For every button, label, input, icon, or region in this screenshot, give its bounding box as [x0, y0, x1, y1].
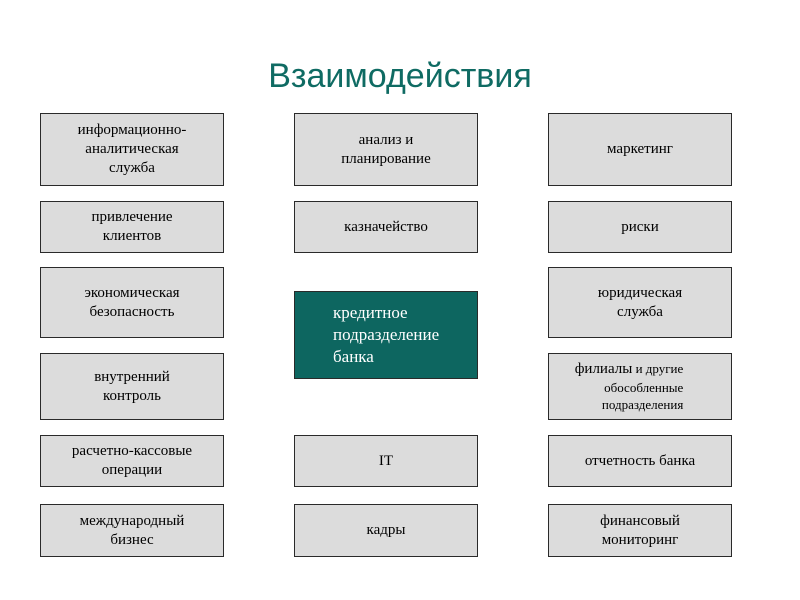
box-line: маркетинг — [607, 141, 673, 157]
box-line-rest: и другие — [632, 361, 684, 376]
box-line: информационно- — [77, 122, 187, 138]
box-line: казначейство — [344, 218, 428, 235]
box-internal-control: внутренний контроль — [40, 353, 224, 420]
box-info-analytics: информационно- аналитическая служба — [40, 113, 224, 186]
box-client-attraction: привлечение клиентов — [40, 201, 224, 253]
box-line: контроль — [103, 387, 161, 404]
box-line: внутренний — [94, 368, 170, 385]
box-marketing: маркетинг — [548, 113, 732, 186]
box-line: служба — [617, 303, 663, 320]
box-line: юридическая — [597, 284, 683, 301]
box-line: экономическая — [84, 284, 180, 301]
box-line: подразделения — [601, 397, 684, 412]
box-bank-reporting: отчетность банка — [548, 435, 732, 487]
box-financial-monitoring: финансовый мониторинг — [548, 504, 732, 557]
box-legal-service: юридическая служба — [548, 267, 732, 338]
box-line: расчетно-кассовые — [71, 443, 193, 459]
box-line: банка — [333, 347, 374, 366]
box-line: анализ и — [358, 131, 414, 148]
box-line: филиалы и другие — [575, 360, 684, 379]
box-line: риски — [621, 218, 659, 235]
box-economic-security: экономическая безопасность — [40, 267, 224, 338]
box-line: IT — [378, 452, 394, 469]
slide-title: Взаимодействия — [268, 57, 532, 95]
box-personnel: кадры — [294, 504, 478, 557]
box-line: отчетность банка — [584, 452, 696, 469]
box-analysis-planning: анализ и планирование — [294, 113, 478, 186]
box-line: аналитическая — [85, 141, 179, 157]
box-line: бизнес — [110, 531, 154, 548]
box-line: операции — [101, 462, 163, 478]
box-line: безопасность — [89, 303, 175, 320]
box-line-main: филиалы — [574, 361, 633, 377]
box-line: мониторинг — [601, 531, 679, 548]
box-line: клиентов — [102, 228, 162, 244]
box-line: международный — [79, 512, 185, 529]
box-line: планирование — [341, 150, 431, 167]
box-treasury: казначейство — [294, 201, 478, 253]
box-branches: филиалы и другие обособленные подразделе… — [548, 353, 732, 420]
box-line: финансовый — [600, 512, 680, 529]
box-it: IT — [294, 435, 478, 487]
box-line: подразделение — [333, 325, 440, 344]
box-line: обособленные — [604, 380, 684, 395]
box-line: служба — [109, 160, 155, 176]
box-line: привлечение — [91, 209, 173, 225]
box-cash-settlement: расчетно-кассовые операции — [40, 435, 224, 487]
box-line: кадры — [366, 522, 406, 538]
box-international-business: международный бизнес — [40, 504, 224, 557]
box-line: кредитное — [333, 303, 408, 322]
box-risks: риски — [548, 201, 732, 253]
box-credit-department: кредитное подразделение банка — [294, 291, 478, 379]
